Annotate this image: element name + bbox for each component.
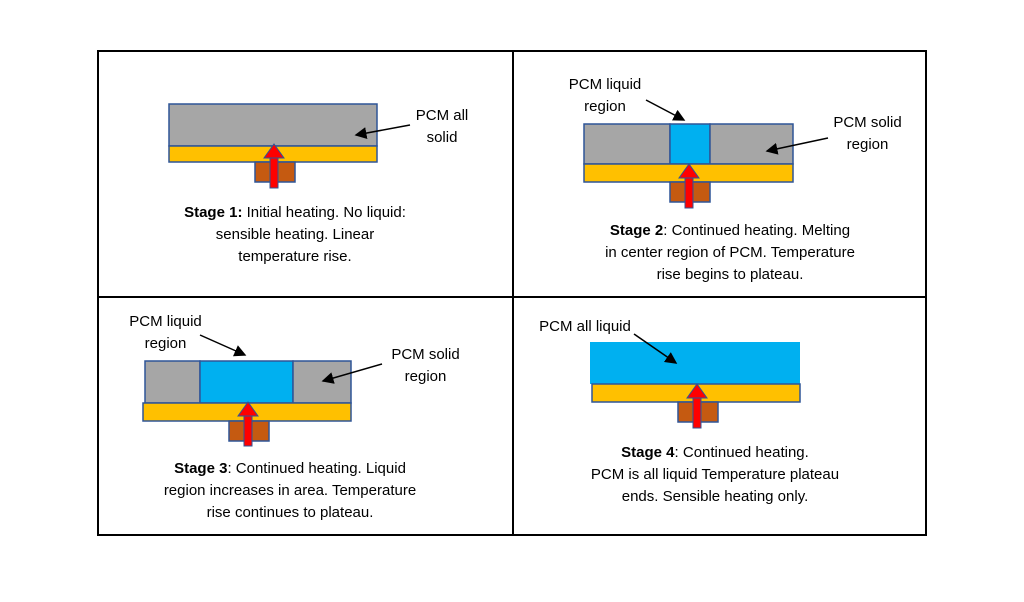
stage2-liquid-center: [669, 123, 711, 165]
stage1-description: Initial heating. No liquid: sensible hea…: [215, 204, 406, 265]
stage1-heat-arrow-icon: [263, 143, 285, 189]
stage4-title: Stage 4: [621, 444, 675, 461]
stage1-title: Stage 1:: [184, 204, 243, 221]
stage2-description: : Continued heating. Melting in center r…: [605, 222, 855, 283]
stage3-title: Stage 3: [174, 460, 228, 477]
stage3-description: : Continued heating. Liquid region incre…: [163, 460, 417, 521]
stage3-solid-left: [144, 360, 201, 404]
stage2-caption: Stage 2: Continued heating. Melting in c…: [580, 220, 880, 286]
stage1-solid-pcm: [168, 103, 378, 147]
stage1-solid-label: PCM all solid: [415, 107, 469, 146]
stage4-caption: Stage 4: Continued heating. PCM is all l…: [565, 442, 865, 508]
stage3-solid-pointer: [321, 363, 383, 384]
stage2-solid-right: [709, 123, 794, 165]
stage3-solid-label: PCM solid region: [391, 346, 460, 385]
stage4-liquid-pcm: [590, 342, 800, 384]
stage1-figure: [168, 103, 411, 189]
horizontal-divider: [97, 296, 927, 298]
stage4-liquid-label: PCM all liquid: [539, 318, 631, 335]
stage4-figure: [590, 333, 801, 429]
stage3-figure: [142, 334, 383, 447]
stage3-heat-arrow-icon: [237, 401, 259, 447]
stage2-solid-left: [583, 123, 671, 165]
stage2-title: Stage 2: [609, 222, 664, 239]
stage1-solid-pointer: [354, 124, 411, 139]
stage3-liquid-pointer: [199, 334, 247, 357]
stage3-liquid-label: PCM liquid region: [129, 313, 202, 352]
stage2-heat-arrow-icon: [678, 163, 700, 209]
stage2-figure: [583, 99, 829, 209]
vertical-divider: [512, 50, 514, 536]
stage4-heat-arrow-icon: [686, 383, 708, 429]
stage2-liquid-pointer: [645, 99, 686, 121]
stage3-caption: Stage 3: Continued heating. Liquid regio…: [140, 458, 440, 524]
stage1-caption: Stage 1: Initial heating. No liquid: sen…: [150, 202, 440, 268]
stage2-solid-label: PCM solid region: [833, 114, 902, 153]
stage4-liquid-pointer: [633, 333, 678, 364]
stage3-solid-right: [292, 360, 352, 404]
stage2-solid-pointer: [765, 137, 829, 155]
stage4-description: : Continued heating. PCM is all liquid T…: [590, 444, 840, 505]
stage3-liquid-center: [199, 360, 294, 404]
stage2-liquid-label: PCM liquid region: [568, 76, 642, 115]
